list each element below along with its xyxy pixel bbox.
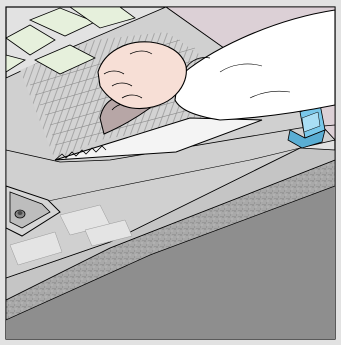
tiling-illustration: [0, 0, 341, 345]
illustration-canvas: [0, 0, 341, 345]
